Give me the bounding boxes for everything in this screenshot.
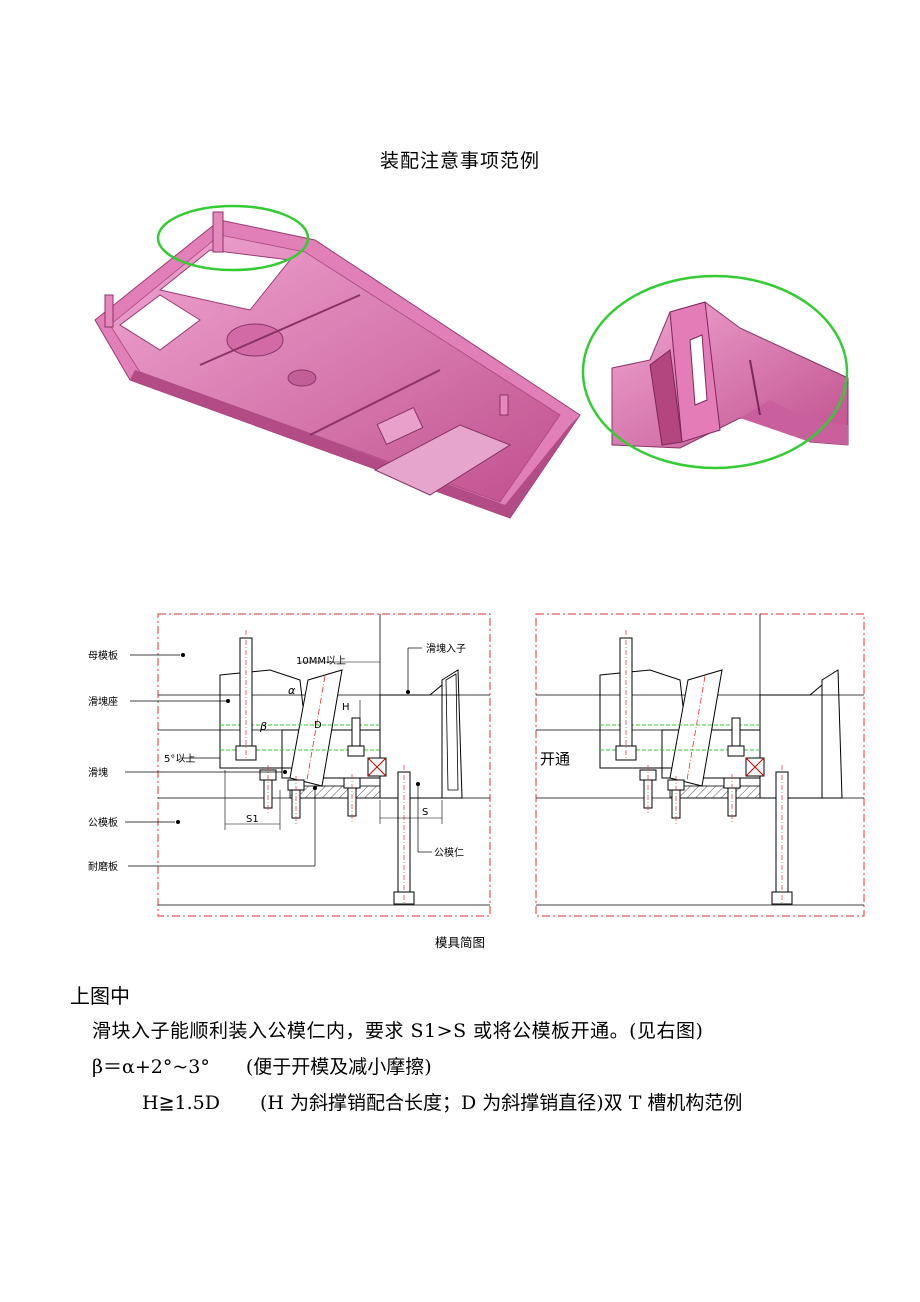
body-line1: 滑块入子能顺利装入公模仁内，要求 S1>S 或将公模板开通。(见右图) [92, 1020, 704, 1042]
label-dim-d: D [314, 720, 322, 731]
label-dim-10mm: 10MM以上 [296, 655, 346, 667]
mold-diagram: 母模板 滑塊座 5°以上 滑塊 公模板 耐磨板 10MM以上 滑塊入子 公模仁 … [88, 613, 865, 917]
mold-section-right: 开通 [535, 613, 865, 917]
callout-ellipse-left [156, 204, 310, 272]
label-slider-seat: 滑塊座 [88, 695, 118, 708]
label-dim-h: H [342, 702, 350, 713]
formula-h-line: H≧1.5D (H 为斜撑销配合长度；D 为斜撑销直径)双 T 槽机构范例 [142, 1088, 742, 1115]
callout-ellipse-zoom [581, 274, 849, 470]
formula-beta-note: (便于开模及减小摩擦) [245, 1056, 432, 1078]
label-mother-plate: 母模板 [88, 649, 118, 662]
label-slider-insert: 滑塊入子 [426, 642, 466, 655]
page-title: 装配注意事项范例 [379, 150, 540, 172]
label-core-insert: 公模仁 [434, 847, 464, 859]
label-alpha: α [288, 684, 296, 697]
label-core-plate: 公模板 [88, 816, 118, 829]
label-slider: 滑塊 [88, 766, 108, 779]
formula-h: H≧1.5D [142, 1092, 220, 1114]
body-heading: 上图中 [70, 984, 130, 1008]
label-dim-s: S [422, 807, 428, 818]
formula-h-note: (H 为斜撑销配合长度；D 为斜撑销直径)双 T 槽机构范例 [259, 1092, 743, 1114]
zoom-detail [611, 301, 849, 449]
figure-caption: 模具简图 [434, 935, 485, 950]
label-beta: β [259, 720, 267, 733]
label-dim-s1: S1 [246, 814, 259, 825]
label-open-through: 开通 [540, 750, 570, 768]
formula-beta: β＝α+2°~3° [92, 1056, 210, 1078]
part-3d-figure [94, 204, 849, 519]
part-model [94, 211, 581, 519]
label-wear-plate: 耐磨板 [88, 860, 118, 873]
mold-section-left: 母模板 滑塊座 5°以上 滑塊 公模板 耐磨板 10MM以上 滑塊入子 公模仁 … [88, 613, 491, 917]
formula-beta-line: β＝α+2°~3° (便于开模及减小摩擦) [92, 1052, 432, 1079]
label-angle-note: 5°以上 [164, 753, 195, 765]
